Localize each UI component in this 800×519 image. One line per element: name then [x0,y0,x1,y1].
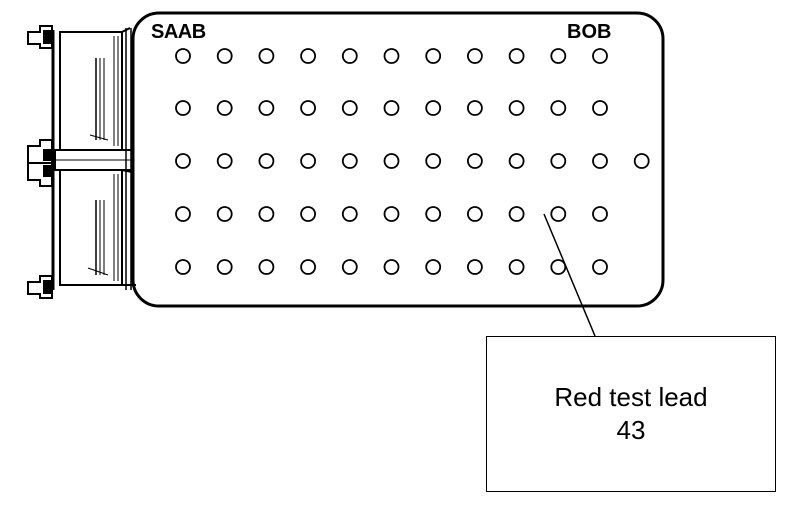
test-pin-r1-c5 [341,48,358,64]
test-pin-r2-c8 [466,100,483,116]
test-pin-r3-c10 [550,153,567,169]
test-pin-r4-c6 [383,206,400,222]
connector-plug-middle [27,139,53,187]
test-pin-r4-c9 [508,206,525,222]
test-pin-r3-c5 [341,153,358,169]
test-pin-r4-c10 [550,206,567,222]
test-pin-r3-c4 [300,153,317,169]
test-pin-r1-c1 [175,48,191,64]
test-pin-r2-c5 [341,100,358,116]
test-pin-r2-c9 [508,100,525,116]
callout-text-line2: 43 [616,415,646,445]
test-pin-r5-c1 [175,259,191,275]
test-pin-r1-c8 [466,48,483,64]
test-pin-r2-c7 [425,100,442,116]
test-pin-r1-c10 [550,48,567,64]
test-pin-r3-c12 [633,153,650,169]
callout-box: Red test lead 43 [486,336,776,492]
test-pin-r2-c3 [258,100,275,116]
test-pin-r5-c3 [258,259,275,275]
test-pin-r4-c11 [592,206,608,222]
test-pin-r5-c7 [425,259,442,275]
test-pin-r5-c5 [341,259,358,275]
test-pin-r2-c10 [550,100,567,116]
test-pin-r1-c7 [425,48,442,64]
connector-cable-assembly [51,27,136,290]
test-pin-r3-c3 [258,153,275,169]
brand-label-bob: BOB [567,21,612,43]
test-pin-r3-c8 [466,153,483,169]
connector-plug-top [27,25,53,49]
test-pin-r3-c11 [592,153,608,169]
test-pin-r5-c10 [550,259,567,275]
test-pin-r4-c2 [216,206,233,222]
callout-leader-line [543,213,596,337]
test-pin-r4-c7 [425,206,442,222]
test-pin-r5-c11 [592,259,608,275]
test-pin-r3-c6 [383,153,400,169]
test-pin-r4-c8 [466,206,483,222]
pin-grid [175,48,650,275]
test-pin-r5-c6 [383,259,400,275]
test-pin-r1-c6 [383,48,400,64]
test-pin-r4-c4 [300,206,317,222]
test-pin-r3-c7 [425,153,442,169]
test-pin-r1-c3 [258,48,275,64]
test-pin-r2-c4 [300,100,317,116]
test-pin-r3-c2 [216,153,233,169]
test-pin-r1-c4 [300,48,317,64]
test-pin-r3-c1 [175,153,191,169]
test-pin-r1-c9 [508,48,525,64]
test-pin-r5-c8 [466,259,483,275]
test-pin-r3-c9 [508,153,525,169]
test-pin-r5-c9 [508,259,525,275]
connector-plug-bottom [27,275,53,299]
test-pin-r4-c3 [258,206,275,222]
test-pin-r2-c11 [592,100,608,116]
test-pin-r4-c1 [175,206,191,222]
test-pin-r5-c4 [300,259,317,275]
test-pin-r2-c1 [175,100,191,116]
brand-label-saab: SAAB [151,21,206,43]
callout-text-line1: Red test lead [554,382,708,412]
test-pin-r4-c5 [341,206,358,222]
test-pin-r1-c11 [592,48,608,64]
breakout-box-panel [131,11,665,308]
test-pin-r2-c2 [216,100,233,116]
test-pin-r1-c2 [216,48,233,64]
test-pin-r5-c2 [216,259,233,275]
test-pin-r2-c6 [383,100,400,116]
